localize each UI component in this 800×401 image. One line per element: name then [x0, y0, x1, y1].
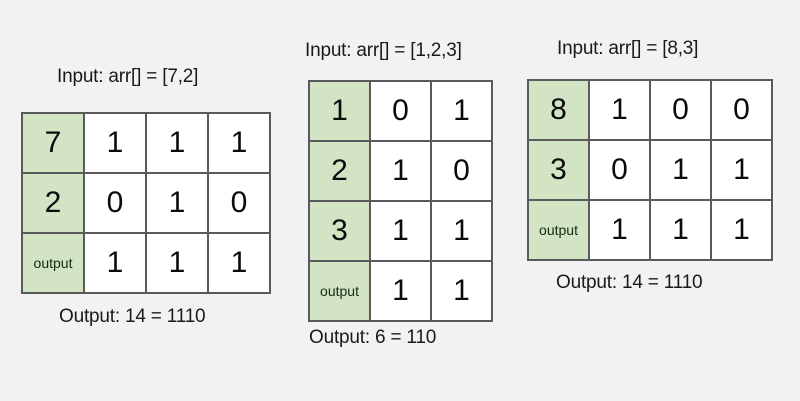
- panel-3-cell-1-1: 1: [651, 141, 712, 201]
- panel-1-row-label-1: 2: [23, 174, 85, 234]
- panel-2-cell-2-0: 1: [371, 202, 432, 262]
- panel-1-cell-1-2: 0: [209, 174, 271, 234]
- panel-1-truth-table: 7 1 1 1 2 0 1 0 output 1 1 1: [21, 112, 271, 294]
- panel-2-row-label-1: 2: [310, 142, 371, 202]
- panel-1-cell-2-0: 1: [85, 234, 147, 294]
- panel-2-cell-1-1: 0: [432, 142, 493, 202]
- panel-1-row-label-2: output: [23, 234, 85, 294]
- panel-2-truth-table: 1 0 1 2 1 0 3 1 1 output 1 1: [308, 80, 493, 322]
- panel-2-row-label-3: output: [310, 262, 371, 322]
- panel-1-cell-0-2: 1: [209, 114, 271, 174]
- panel-2-cell-3-1: 1: [432, 262, 493, 322]
- panel-3-cell-0-2: 0: [712, 81, 773, 141]
- panel-1-cell-1-0: 0: [85, 174, 147, 234]
- panel-3-cell-0-0: 1: [590, 81, 651, 141]
- panel-1-cell-2-1: 1: [147, 234, 209, 294]
- panel-3-row-label-1: 3: [529, 141, 590, 201]
- panel-3-cell-0-1: 0: [651, 81, 712, 141]
- panel-3-cell-2-2: 1: [712, 201, 773, 261]
- panel-3-cell-1-0: 0: [590, 141, 651, 201]
- panel-2-cell-2-1: 1: [432, 202, 493, 262]
- panel-3-row-label-2: output: [529, 201, 590, 261]
- panel-3-cell-2-0: 1: [590, 201, 651, 261]
- panel-2-cell-0-0: 0: [371, 82, 432, 142]
- panel-2-row-label-0: 1: [310, 82, 371, 142]
- panel-2-cell-3-0: 1: [371, 262, 432, 322]
- panel-1-cell-1-1: 1: [147, 174, 209, 234]
- panel-2-row-label-2: 3: [310, 202, 371, 262]
- panel-1-cell-0-0: 1: [85, 114, 147, 174]
- panel-3-output-caption: Output: 14 = 1110: [556, 272, 703, 293]
- panel-2-cell-1-0: 1: [371, 142, 432, 202]
- panel-2-output-caption: Output: 6 = 110: [309, 327, 437, 348]
- panel-3-cell-2-1: 1: [651, 201, 712, 261]
- panel-3-cell-1-2: 1: [712, 141, 773, 201]
- panel-2-cell-0-1: 1: [432, 82, 493, 142]
- panel-1-cell-0-1: 1: [147, 114, 209, 174]
- panel-2-input-caption: Input: arr[] = [1,2,3]: [305, 40, 462, 61]
- panel-1-input-caption: Input: arr[] = [7,2]: [57, 66, 199, 87]
- panel-3-row-label-0: 8: [529, 81, 590, 141]
- panel-3-truth-table: 8 1 0 0 3 0 1 1 output 1 1 1: [527, 79, 773, 261]
- panel-3-input-caption: Input: arr[] = [8,3]: [557, 38, 699, 59]
- panel-1-cell-2-2: 1: [209, 234, 271, 294]
- panel-1-output-caption: Output: 14 = 1110: [59, 306, 206, 327]
- panel-1-row-label-0: 7: [23, 114, 85, 174]
